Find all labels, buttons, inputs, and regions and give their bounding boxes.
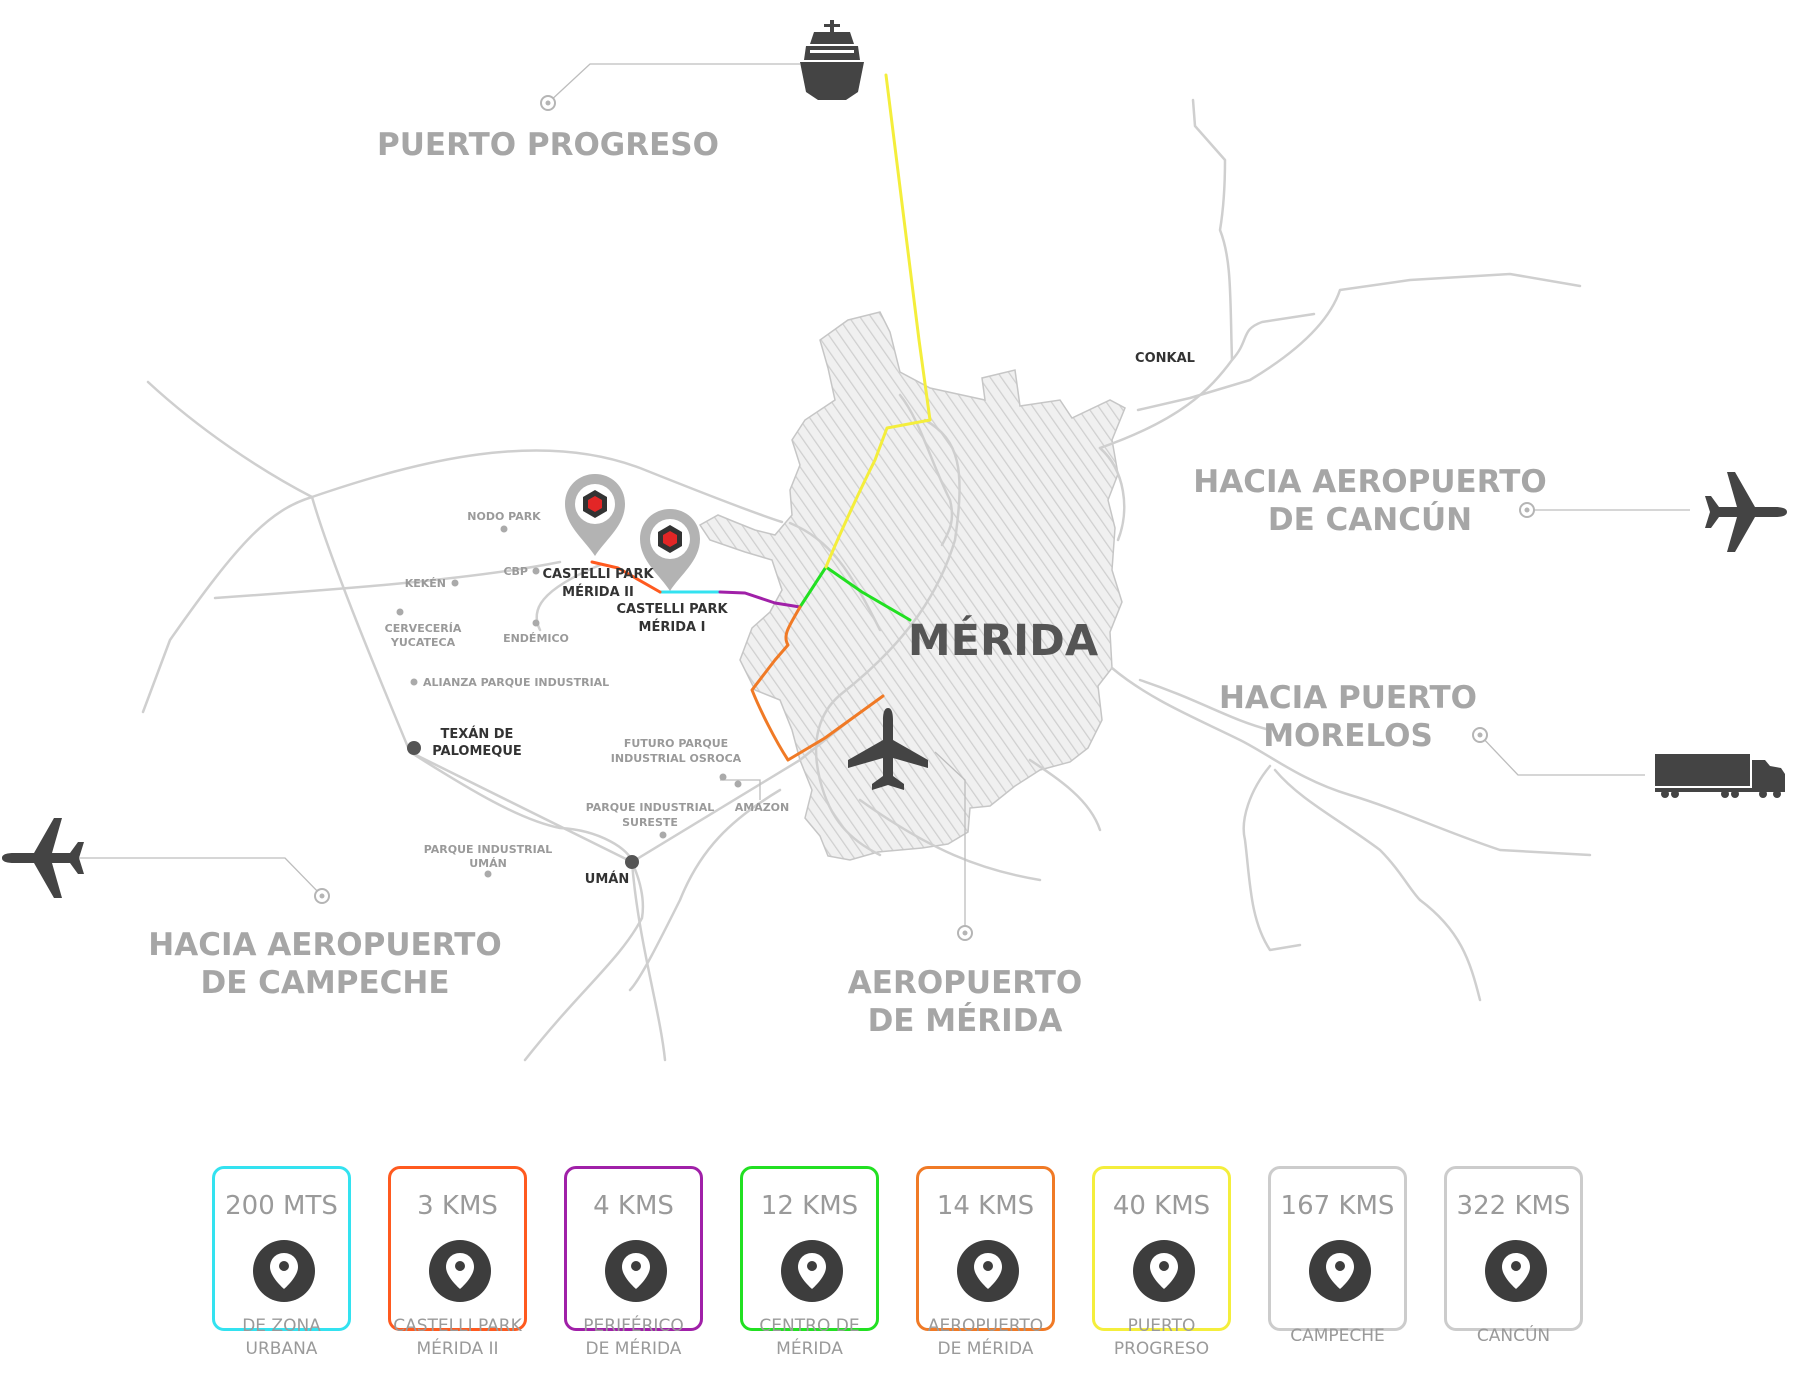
- distance-value: 12 KMS: [760, 1191, 859, 1221]
- route-progreso: [824, 73, 932, 569]
- distance-cards: 200 MTS DE ZONA URBANA 3 KMS CASTELLI PARK MÉ…: [212, 1166, 1592, 1376]
- futuro-label-line2: INDUSTRIAL OSROCA: [611, 752, 742, 765]
- conkal-label: CONKAL: [1135, 351, 1195, 366]
- castelli-park-i-label-line1: CASTELLI PARK: [616, 602, 728, 617]
- distance-label: PERIFÉRICO DE MÉRIDA: [567, 1315, 700, 1361]
- uman-label: UMÁN: [585, 871, 629, 887]
- amazon-label: AMAZON: [735, 801, 790, 814]
- distance-label: CASTELLI PARK MÉRIDA II: [391, 1315, 524, 1361]
- location-pin-icon: [253, 1240, 315, 1302]
- distance-value: 3 KMS: [417, 1191, 498, 1221]
- texan-label-line2: PALOMEQUE: [432, 744, 522, 759]
- distance-card: 12 KMS CENTRO DE MÉRIDA: [740, 1166, 879, 1359]
- place-points: [396, 525, 742, 878]
- uman-park-label-line2: UMÁN: [469, 857, 507, 870]
- distance-card: 200 MTS DE ZONA URBANA: [212, 1166, 351, 1359]
- location-pin-icon: [429, 1240, 491, 1302]
- distance-value: 40 KMS: [1112, 1191, 1211, 1221]
- sureste-label-line2: SURESTE: [622, 816, 678, 829]
- distance-label-line: MÉRIDA II: [416, 1339, 499, 1359]
- city-label: MÉRIDA: [908, 615, 1099, 666]
- roads: [141, 98, 1592, 1062]
- cancun-label-line2: DE CANCÚN: [1268, 501, 1472, 538]
- castelli-park-i-label-line2: MÉRIDA I: [639, 619, 706, 635]
- aeropuerto-merida-label-line1: AEROPUERTO: [848, 965, 1082, 1001]
- castelli-park-ii-marker[interactable]: [565, 474, 625, 556]
- distance-label-line: PERIFÉRICO: [583, 1316, 684, 1336]
- cancun-label-line1: HACIA AEROPUERTO: [1193, 464, 1546, 500]
- distance-label-line: DE MÉRIDA: [937, 1339, 1034, 1359]
- distance-card: 167 KMS CAMPECHE: [1268, 1166, 1407, 1346]
- distance-value: 14 KMS: [936, 1191, 1035, 1221]
- distance-label-line: PUERTO: [1127, 1316, 1196, 1336]
- aeropuerto-merida-label-line2: DE MÉRIDA: [868, 1003, 1063, 1039]
- futuro-label-line1: FUTURO PARQUE: [624, 737, 728, 750]
- distance-label: CENTRO DE MÉRIDA: [743, 1315, 876, 1361]
- airplane-icon: [2, 818, 84, 898]
- route-aeropuerto: [750, 605, 885, 762]
- distance-label-line: MÉRIDA: [776, 1339, 843, 1359]
- cerveceria-label-line2: YUCATECA: [390, 636, 456, 649]
- location-pin-icon: [605, 1240, 667, 1302]
- distance-label: CANCÚN: [1447, 1325, 1580, 1348]
- location-pin-icon: [781, 1240, 843, 1302]
- location-pin-icon: [1133, 1240, 1195, 1302]
- nodo-park-label: NODO PARK: [467, 510, 541, 523]
- location-pin-icon: [957, 1240, 1019, 1302]
- distance-label: DE ZONA URBANA: [215, 1315, 348, 1361]
- location-pin-icon: [1485, 1240, 1547, 1302]
- distance-label-line: CANCÚN: [1476, 1326, 1551, 1346]
- distance-label-line: CASTELLI PARK: [393, 1316, 522, 1336]
- ship-icon: [800, 20, 864, 100]
- distance-label-line: CENTRO DE: [759, 1316, 860, 1336]
- cerveceria-label-line1: CERVECERÍA: [385, 622, 462, 635]
- connector-lines: [78, 63, 1690, 933]
- distance-value: 4 KMS: [593, 1191, 674, 1221]
- distance-label-line: AEROPUERTO: [927, 1316, 1044, 1336]
- distance-label: AEROPUERTO DE MÉRIDA: [919, 1315, 1052, 1361]
- distance-card: 4 KMS PERIFÉRICO DE MÉRIDA: [564, 1166, 703, 1359]
- distance-label: PUERTO PROGRESO: [1095, 1315, 1228, 1361]
- distance-value: 200 MTS: [225, 1191, 338, 1221]
- texan-label-line1: TEXÁN DE: [441, 726, 514, 742]
- sureste-label-line1: PARQUE INDUSTRIAL: [586, 801, 715, 814]
- cbp-label: CBP: [503, 565, 528, 578]
- distance-label-line: DE ZONA: [242, 1316, 321, 1336]
- morelos-label-line2: MORELOS: [1263, 718, 1433, 754]
- route-periferico: [718, 590, 802, 609]
- distance-card: 14 KMS AEROPUERTO DE MÉRIDA: [916, 1166, 1055, 1359]
- puerto-progreso-label: PUERTO PROGRESO: [377, 127, 719, 163]
- truck-icon: [1655, 754, 1785, 798]
- route-castelli-ii: [590, 560, 662, 594]
- distance-card: 3 KMS CASTELLI PARK MÉRIDA II: [388, 1166, 527, 1359]
- distance-label-line: PROGRESO: [1113, 1339, 1210, 1359]
- distance-label-line: DE MÉRIDA: [585, 1339, 682, 1359]
- keken-label: KEKÉN: [405, 577, 446, 590]
- distance-card: 40 KMS PUERTO PROGRESO: [1092, 1166, 1231, 1359]
- campeche-label-line1: HACIA AEROPUERTO: [148, 927, 501, 963]
- castelli-park-i-marker[interactable]: [640, 509, 700, 591]
- distance-label-line: URBANA: [245, 1339, 318, 1359]
- location-pin-icon: [1309, 1240, 1371, 1302]
- castelli-park-ii-label-line2: MÉRIDA II: [562, 584, 634, 600]
- merida-urban-area: [698, 311, 1126, 861]
- uman-park-label-line1: PARQUE INDUSTRIAL: [424, 843, 553, 856]
- routes: [590, 73, 932, 762]
- distance-label: CAMPECHE: [1271, 1325, 1404, 1348]
- campeche-label-line2: DE CAMPECHE: [200, 965, 449, 1001]
- distance-label-line: CAMPECHE: [1290, 1326, 1385, 1346]
- airplane-icon: [1705, 472, 1787, 552]
- route-centro: [798, 565, 912, 622]
- alianza-label: ALIANZA PARQUE INDUSTRIAL: [423, 676, 609, 689]
- airplane-icon: [848, 708, 928, 790]
- distance-card: 322 KMS CANCÚN: [1444, 1166, 1583, 1346]
- ring-markers: [314, 95, 1535, 941]
- endemico-label: ENDÉMICO: [503, 632, 569, 645]
- distance-value: 167 KMS: [1280, 1191, 1395, 1221]
- distance-value: 322 KMS: [1456, 1191, 1571, 1221]
- morelos-label-line1: HACIA PUERTO: [1219, 680, 1477, 716]
- castelli-park-ii-label-line1: CASTELLI PARK: [542, 567, 654, 582]
